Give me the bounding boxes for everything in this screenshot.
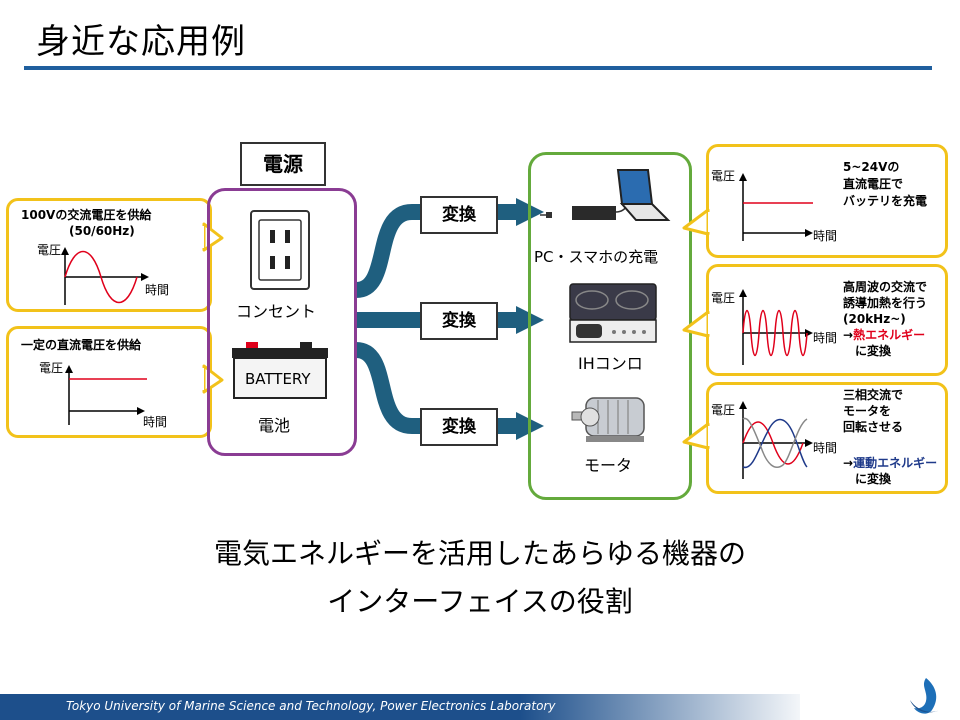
ih-highlight: 熱エネルギー bbox=[853, 328, 926, 342]
ih-desc-line2: 誘導加熱を行う bbox=[843, 296, 928, 310]
dc-ylabel: 電圧 bbox=[39, 361, 64, 375]
ih-waveform-graph bbox=[739, 289, 813, 365]
motor-arrow: → bbox=[843, 456, 854, 470]
charge-xlabel: 時間 bbox=[813, 229, 838, 243]
device-label-pc: PC・スマホの充電 bbox=[534, 248, 659, 266]
dc-charge-bubble: 電圧 時間 5~24Vの 直流電圧で バッテリを充電 bbox=[706, 144, 948, 258]
device-label-ih: IHコンロ bbox=[578, 354, 643, 373]
motor-drive-bubble: 電圧 時間 三相交流で モータを 回転させる →運動エネルギー に変換 bbox=[706, 382, 948, 494]
title-divider bbox=[24, 66, 932, 70]
device-label-motor: モータ bbox=[584, 456, 633, 475]
ih-result-line: →熱エネルギー bbox=[843, 327, 925, 343]
ih-high-freq-wave bbox=[742, 310, 808, 356]
motor-desc-line2: モータを bbox=[843, 404, 892, 418]
battery-text: BATTERY bbox=[245, 370, 311, 388]
power-source-header: 電源 bbox=[240, 142, 326, 186]
motor-highlight: 運動エネルギー bbox=[853, 456, 938, 470]
outlet-label: コンセント bbox=[236, 302, 317, 321]
motor-bubble-tail bbox=[682, 422, 712, 450]
charge-waveform-graph bbox=[739, 173, 813, 241]
laptop-charger-icon bbox=[540, 169, 671, 221]
ih-desc-line3: (20kHz~) bbox=[843, 312, 906, 326]
page-title: 身近な応用例 bbox=[36, 22, 246, 62]
ih-arrow: → bbox=[843, 328, 854, 342]
charge-ylabel: 電圧 bbox=[711, 169, 736, 183]
motor-desc-line1: 三相交流で bbox=[843, 388, 904, 402]
dc-supply-bubble: 一定の直流電圧を供給 電圧 時間 bbox=[6, 326, 212, 438]
outlet-icon bbox=[250, 210, 310, 290]
dc-xlabel: 時間 bbox=[143, 415, 168, 429]
ih-ylabel: 電圧 bbox=[711, 291, 736, 305]
ac-supply-bubble: 100Vの交流電圧を供給 (50/60Hz) 電圧 時間 bbox=[6, 198, 212, 312]
phase-v-wave bbox=[742, 418, 808, 469]
charge-bubble-tail bbox=[682, 208, 712, 236]
charge-desc-line1: 5~24Vの bbox=[843, 160, 900, 174]
arrow-path-bottom bbox=[354, 342, 520, 434]
lab-logo-icon bbox=[910, 678, 940, 714]
footer-bar bbox=[0, 694, 800, 720]
charge-desc-line3: バッテリを充電 bbox=[843, 194, 928, 208]
motor-result-line: →運動エネルギー bbox=[843, 455, 937, 471]
motor-suffix: に変換 bbox=[855, 472, 892, 486]
ac-xlabel: 時間 bbox=[145, 283, 170, 297]
ac-bubble-line2: (50/60Hz) bbox=[69, 224, 135, 238]
motor-desc-line3: 回転させる bbox=[843, 420, 904, 434]
footer-text: Tokyo University of Marine Science and T… bbox=[66, 699, 556, 713]
motor-ylabel: 電圧 bbox=[711, 403, 736, 417]
three-phase-waveform-graph bbox=[739, 401, 813, 479]
dc-waveform-graph bbox=[65, 365, 147, 425]
battery-icon bbox=[232, 342, 328, 399]
ih-suffix: に変換 bbox=[855, 344, 892, 358]
ac-waveform-graph bbox=[61, 247, 149, 305]
charge-desc-line2: 直流電圧で bbox=[843, 177, 904, 191]
induction-heating-bubble: 電圧 時間 高周波の交流で 誘導加熱を行う (20kHz~) →熱エネルギー に… bbox=[706, 264, 948, 376]
ac-ylabel: 電圧 bbox=[37, 243, 62, 257]
battery-label: 電池 bbox=[258, 416, 291, 435]
ih-xlabel: 時間 bbox=[813, 331, 838, 345]
ac-sine-wave bbox=[64, 250, 138, 304]
ih-desc-line1: 高周波の交流で bbox=[843, 280, 928, 294]
ih-stove-icon bbox=[569, 283, 657, 343]
power-source-box bbox=[207, 188, 357, 456]
motor-xlabel: 時間 bbox=[813, 441, 838, 455]
converter-label-top: 変換 bbox=[420, 196, 498, 234]
arrow-path-top bbox=[354, 204, 520, 298]
caption-line1: 電気エネルギーを活用したあらゆる機器の bbox=[213, 537, 746, 570]
ih-bubble-tail bbox=[682, 310, 712, 338]
converter-label-bottom: 変換 bbox=[420, 408, 498, 446]
phase-w-wave bbox=[742, 417, 808, 468]
ac-bubble-line1: 100Vの交流電圧を供給 bbox=[21, 208, 152, 222]
caption-line2: インターフェイスの役割 bbox=[327, 585, 633, 618]
motor-icon bbox=[571, 397, 645, 442]
dc-bubble-line1: 一定の直流電圧を供給 bbox=[21, 338, 142, 352]
converter-label-middle: 変換 bbox=[420, 302, 498, 340]
